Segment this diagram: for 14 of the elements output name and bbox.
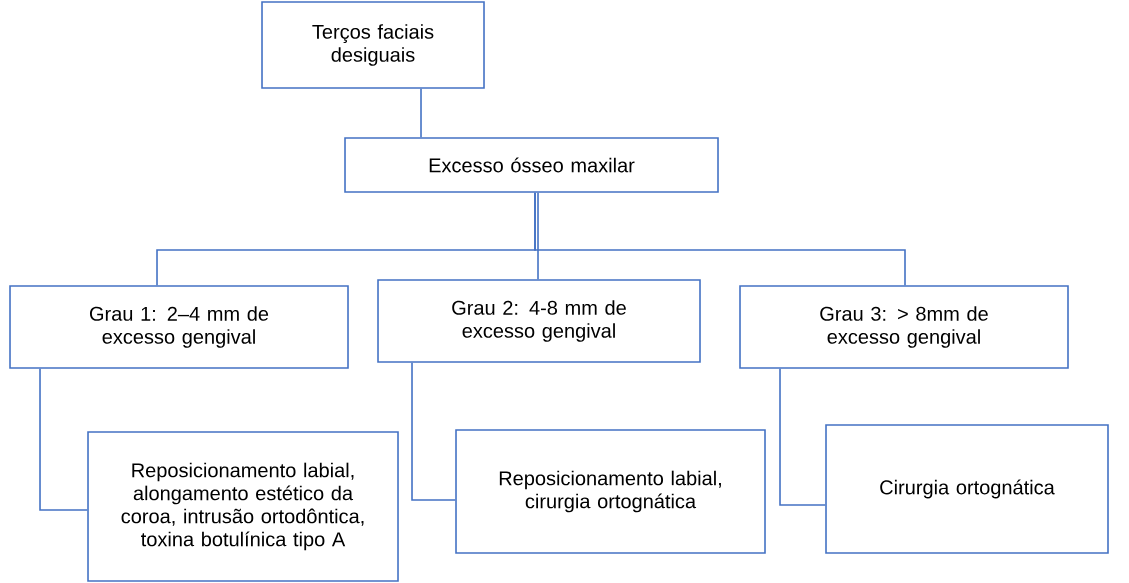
process-box: Terços faciais desiguais: [261, 1, 485, 89]
connector-line: [39, 368, 88, 511]
connector-line: [411, 362, 456, 501]
process-box: Grau 2: 4-8 mm de excesso gengival: [377, 279, 701, 363]
connector-line: [537, 192, 539, 280]
process-box: Grau 3: > 8mm de excesso gengival: [739, 285, 1069, 369]
process-box: Reposicionamento labial, cirurgia ortognática: [455, 429, 766, 554]
process-box: Grau 1: 2–4 mm de excesso gengival: [9, 285, 349, 369]
process-box: Excesso ósseo maxilar: [344, 137, 719, 193]
connector-line: [534, 192, 906, 286]
connector-line: [779, 368, 826, 506]
process-box: Reposicionamento labial, alongamento estético da coroa, intrusão ortodôntica, toxina botulínica tipo A: [87, 431, 399, 582]
process-box: Cirurgia ortognática: [825, 424, 1109, 554]
connector-line: [420, 88, 422, 138]
